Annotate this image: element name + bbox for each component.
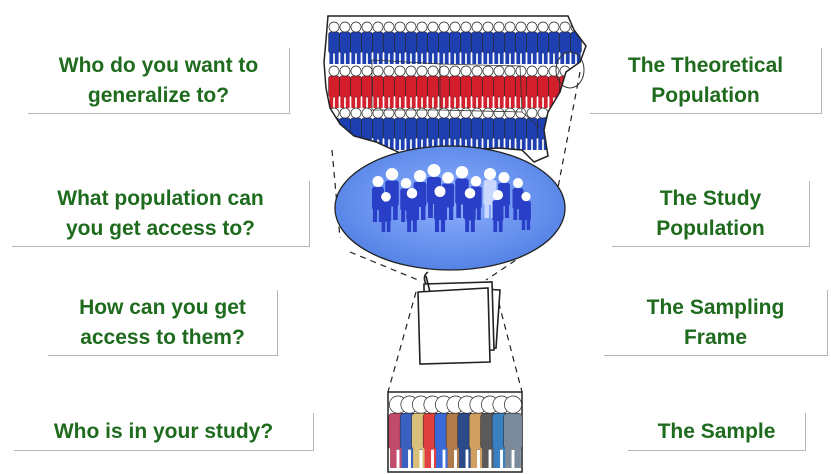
label-access-population-question: What population can you get access to? [12, 181, 310, 247]
crowd-ellipse-icon [334, 145, 566, 271]
label-sampling-frame: The Sampling Frame [604, 290, 828, 356]
label-study-question: Who is in your study? [14, 413, 314, 451]
label-study-population: The Study Population [612, 181, 810, 247]
label-sample: The Sample [628, 413, 806, 451]
stack-of-papers-icon [417, 271, 501, 365]
label-access-them-question: How can you get access to them? [48, 290, 278, 356]
label-generalize-question: Who do you want to generalize to? [28, 48, 290, 114]
sample-people-icon [387, 391, 523, 473]
label-theoretical-population: The Theoretical Population [590, 48, 822, 114]
us-map-icon [323, 15, 587, 163]
